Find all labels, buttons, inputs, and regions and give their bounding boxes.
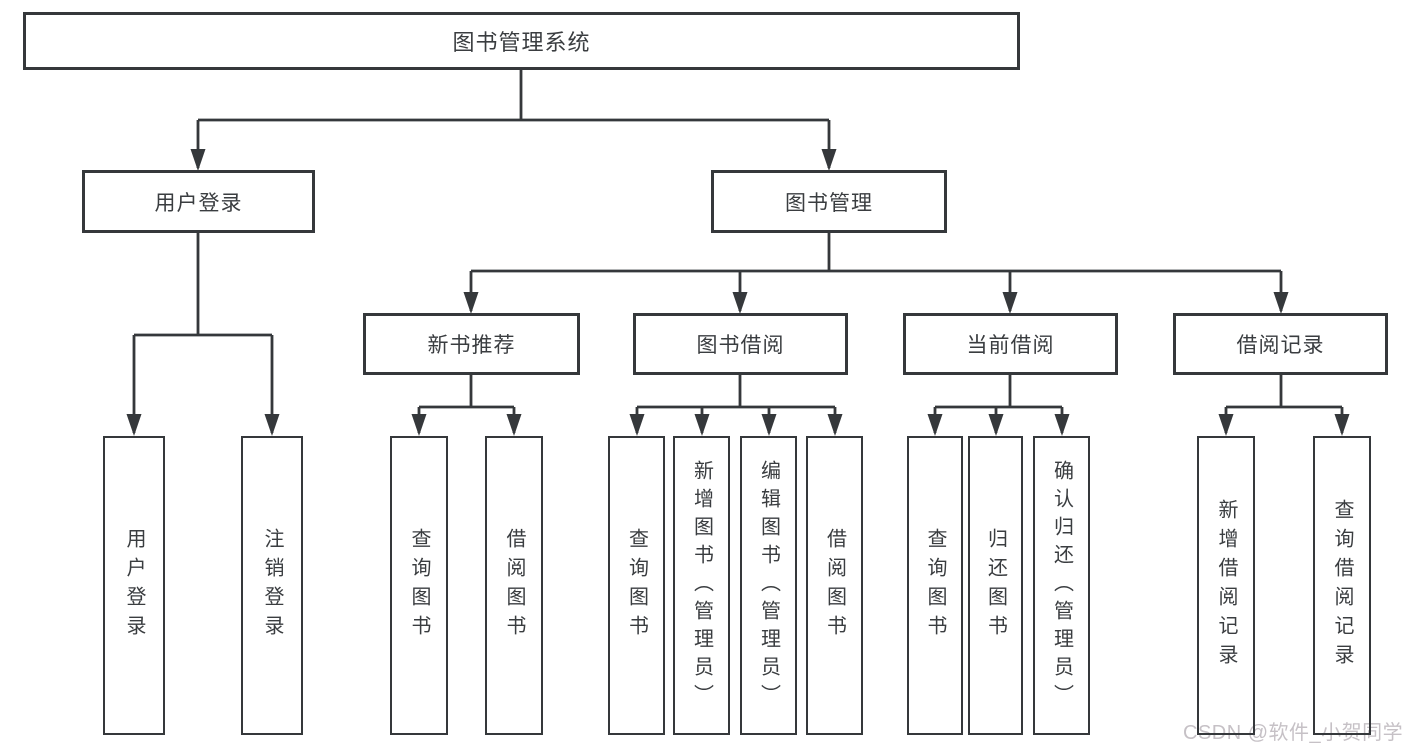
- connector-borrow-records-to-leaves: [1224, 375, 1344, 433]
- node-root: 图书管理系统: [23, 12, 1020, 70]
- connector-user-login-to-leaves: [132, 233, 274, 433]
- leaf-current-query-books: 查询图书: [907, 436, 963, 735]
- node-root-label: 图书管理系统: [452, 30, 591, 55]
- leaf-return-books-label: 归还图书: [984, 527, 1007, 644]
- leaf-borrow-books: 借阅图书: [806, 436, 863, 735]
- leaf-borrow-books-label: 借阅图书: [823, 527, 846, 644]
- connector-book-borrow-to-leaves: [635, 375, 837, 433]
- leaf-edit-book-admin: 编辑图书（管理员）: [740, 436, 797, 735]
- leaf-borrow-query-books: 查询图书: [608, 436, 665, 735]
- leaf-newbook-borrow-books-label: 借阅图书: [503, 527, 525, 644]
- connector-book-management-to-level3: [469, 233, 1283, 311]
- leaf-confirm-return-admin: 确认归还（管理员）: [1033, 436, 1090, 735]
- leaf-confirm-return-admin-label: 确认归还（管理员）: [1050, 459, 1073, 712]
- node-new-book-recommend: 新书推荐: [363, 313, 580, 375]
- node-book-borrow: 图书借阅: [633, 313, 848, 375]
- leaf-user-login: 用户登录: [103, 436, 165, 735]
- node-current-borrow-label: 当前借阅: [966, 334, 1055, 357]
- leaf-newbook-query-books: 查询图书: [390, 436, 448, 735]
- node-borrow-records-label: 借阅记录: [1236, 334, 1325, 357]
- leaf-query-borrow-record: 查询借阅记录: [1313, 436, 1371, 735]
- leaf-add-borrow-record: 新增借阅记录: [1197, 436, 1255, 735]
- node-user-login: 用户登录: [82, 170, 315, 233]
- node-book-borrow-label: 图书借阅: [696, 334, 785, 357]
- node-book-management: 图书管理: [711, 170, 947, 233]
- leaf-newbook-borrow-books: 借阅图书: [485, 436, 543, 735]
- node-borrow-records: 借阅记录: [1173, 313, 1388, 375]
- arrowheads: [126, 149, 1350, 436]
- leaf-logout-label: 注销登录: [261, 527, 283, 644]
- leaf-current-query-books-label: 查询图书: [924, 527, 946, 644]
- node-new-book-recommend-label: 新书推荐: [427, 334, 516, 357]
- connector-root-to-level2: [196, 70, 831, 168]
- node-user-login-label: 用户登录: [154, 191, 243, 215]
- leaf-add-book-admin-label: 新增图书（管理员）: [690, 459, 713, 712]
- connector-new-book-to-leaves: [417, 375, 516, 433]
- leaf-query-borrow-record-label: 查询借阅记录: [1331, 498, 1353, 673]
- leaf-add-book-admin: 新增图书（管理员）: [673, 436, 730, 735]
- leaf-newbook-query-books-label: 查询图书: [408, 527, 430, 644]
- leaf-borrow-query-books-label: 查询图书: [625, 527, 648, 644]
- leaf-logout: 注销登录: [241, 436, 303, 735]
- node-current-borrow: 当前借阅: [903, 313, 1118, 375]
- csdn-watermark: CSDN @软件_小贺同学: [1183, 722, 1404, 744]
- leaf-add-borrow-record-label: 新增借阅记录: [1215, 498, 1237, 673]
- leaf-return-books: 归还图书: [968, 436, 1023, 735]
- leaf-edit-book-admin-label: 编辑图书（管理员）: [757, 459, 780, 712]
- node-book-management-label: 图书管理: [785, 191, 873, 215]
- leaf-user-login-label: 用户登录: [123, 527, 145, 644]
